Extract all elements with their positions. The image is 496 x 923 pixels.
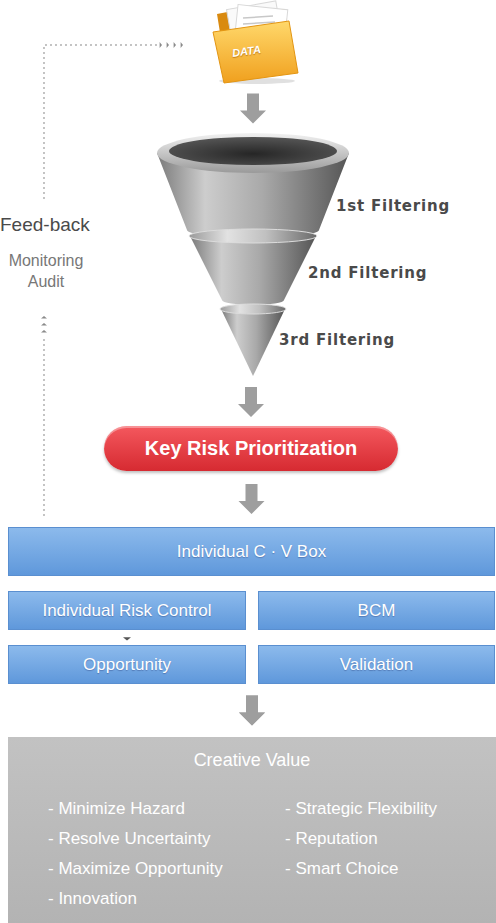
node-text: BCM — [358, 601, 396, 621]
flow-arrow — [239, 471, 265, 527]
funnel-shape — [188, 232, 318, 306]
node-text: Individual C · V Box — [177, 542, 326, 562]
list-item: - Reputation — [285, 829, 378, 849]
node-text: Opportunity — [83, 655, 171, 675]
list-item: - Smart Choice — [285, 859, 398, 879]
box-title: Creative Value — [8, 750, 496, 771]
funnel-tier: 2nd Filtering — [188, 232, 318, 306]
node-text: Individual Risk Control — [42, 601, 211, 621]
node-text: 2nd Filtering — [308, 264, 427, 282]
folder-icon — [205, 0, 300, 85]
list-item: - Maximize Opportunity — [48, 859, 223, 879]
flow-arrow — [240, 85, 266, 132]
funnel-shape — [156, 132, 350, 232]
funnel-shape — [218, 306, 288, 378]
node-text: 3rd Filtering — [279, 331, 395, 349]
list-item: - Strategic Flexibility — [285, 799, 437, 819]
priority-pill: Key Risk Prioritization — [104, 426, 398, 471]
flow-arrow — [239, 684, 265, 737]
node-text: Key Risk Prioritization — [145, 437, 357, 460]
value-box: Creative Value - Minimize Hazard - Resolve… — [8, 737, 496, 923]
process-bar: Individual C · V Box — [8, 527, 495, 576]
funnel-tier: 3rd Filtering — [218, 306, 288, 378]
list-item: - Minimize Hazard — [48, 799, 185, 819]
node-text: 1st Filtering — [336, 197, 450, 215]
process-bar: Validation — [258, 645, 495, 684]
list-item: - Resolve Uncertainty — [48, 829, 211, 849]
flow-arrow — [238, 378, 264, 426]
process-bar: Opportunity — [8, 645, 246, 684]
list-item: - Innovation — [48, 889, 137, 909]
node-text: Validation — [340, 655, 413, 675]
process-bar: Individual Risk Control — [8, 591, 246, 630]
data-folder: DATA — [205, 0, 300, 85]
flow-arrow — [239, 684, 265, 737]
edge-label: Feed-back — [0, 214, 90, 236]
process-bar: BCM — [258, 591, 495, 630]
note-label: Monitoring Audit — [0, 250, 92, 292]
funnel-tier: 1st Filtering — [156, 132, 350, 232]
flow-arrow — [123, 630, 131, 645]
